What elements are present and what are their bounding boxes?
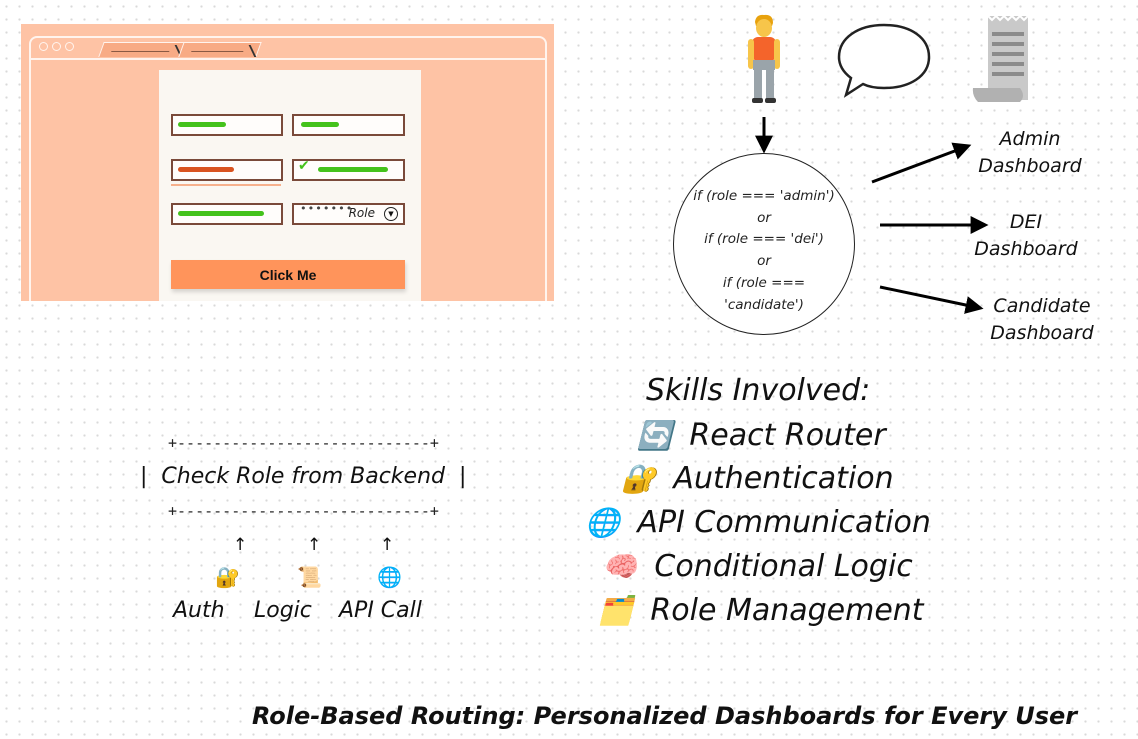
folder-icon: 🗂️ [598, 594, 633, 627]
skills-title: Skills Involved: [646, 373, 871, 408]
input-value-bar [178, 122, 226, 127]
window-dot-icon [39, 42, 48, 51]
skill-label: Conditional Logic [654, 549, 913, 584]
arrow-to-candidate [879, 285, 984, 314]
skill-label: React Router [689, 418, 886, 453]
condition-line: 'candidate') [724, 296, 804, 313]
speech-bubble-icon [837, 23, 931, 98]
person-icon [748, 14, 780, 103]
logic-label: Logic [254, 598, 312, 623]
click-me-button[interactable]: Click Me [171, 260, 405, 289]
check-role-label: | Check Role from Backend | [140, 464, 467, 489]
globe-icon: 🌐 [377, 565, 402, 589]
window-dot-icon [65, 42, 74, 51]
input-value-bar [178, 211, 264, 216]
role-select-label: Role [348, 206, 375, 220]
globe-icon: 🌐 [585, 506, 620, 539]
skill-role-management: 🗂️ Role Management [598, 593, 924, 628]
lock-icon: 🔐 [215, 565, 240, 589]
arrow-to-admin [871, 142, 972, 184]
window-dot-icon [52, 42, 61, 51]
up-arrow-icon: ↑ [307, 535, 322, 555]
chevron-down-icon: ▼ [384, 207, 398, 221]
up-arrow-icon: ↑ [233, 535, 248, 555]
up-arrow-icon: ↑ [380, 535, 395, 555]
lock-icon: 🔐 [621, 462, 656, 495]
api-call-label: API Call [339, 598, 422, 623]
text-field-valid[interactable] [171, 203, 283, 225]
box-border-bottom: +----------------------------+ [168, 502, 439, 520]
condition-line: if (role === 'admin') [693, 188, 835, 204]
scroll-icon: 📜 [297, 565, 322, 589]
input-value-bar [318, 167, 388, 172]
checkmark-icon: ✔ [298, 158, 310, 174]
role-select[interactable]: ••••••• Role ▼ [292, 202, 405, 225]
text-field-checked[interactable]: ✔ [292, 158, 405, 181]
box-border-top: +----------------------------+ [168, 434, 439, 452]
repeat-icon: 🔄 [637, 419, 672, 452]
password-dots: ••••••• [300, 202, 354, 215]
skill-api-communication: 🌐 API Communication [585, 505, 931, 540]
condition-or: or [757, 209, 771, 226]
skill-authentication: 🔐 Authentication [621, 461, 894, 496]
text-field-invalid[interactable] [171, 159, 283, 181]
input-value-bar [178, 167, 234, 172]
signup-form: ✔ ••••••• Role ▼ Click Me [159, 70, 421, 301]
browser-mockup: ✔ ••••••• Role ▼ Click Me [21, 24, 554, 301]
role-conditions: if (role === 'admin') or if (role === 'd… [684, 186, 844, 316]
browser-toolbar-divider [29, 58, 547, 60]
condition-line: if (role === [722, 274, 806, 291]
text-field-valid[interactable] [171, 114, 283, 136]
text-field-valid[interactable] [292, 114, 405, 136]
auth-label: Auth [173, 598, 225, 623]
error-underline [171, 184, 281, 186]
input-value-bar [301, 122, 339, 127]
condition-line: if (role === 'dei') [704, 231, 824, 248]
skill-conditional-logic: 🧠 Conditional Logic [602, 549, 913, 584]
receipt-icon [972, 14, 1029, 102]
browser-frame [29, 36, 547, 301]
role-router-circle: if (role === 'admin') or if (role === 'd… [673, 153, 855, 335]
skill-react-router: 🔄 React Router [637, 418, 886, 453]
skill-label: Role Management [650, 593, 924, 628]
skill-label: Authentication [673, 461, 894, 496]
condition-or: or [757, 253, 771, 270]
skill-label: API Communication [637, 505, 931, 540]
page-title: Role-Based Routing: Personalized Dashboa… [252, 702, 1078, 730]
brain-icon: 🧠 [602, 550, 637, 583]
